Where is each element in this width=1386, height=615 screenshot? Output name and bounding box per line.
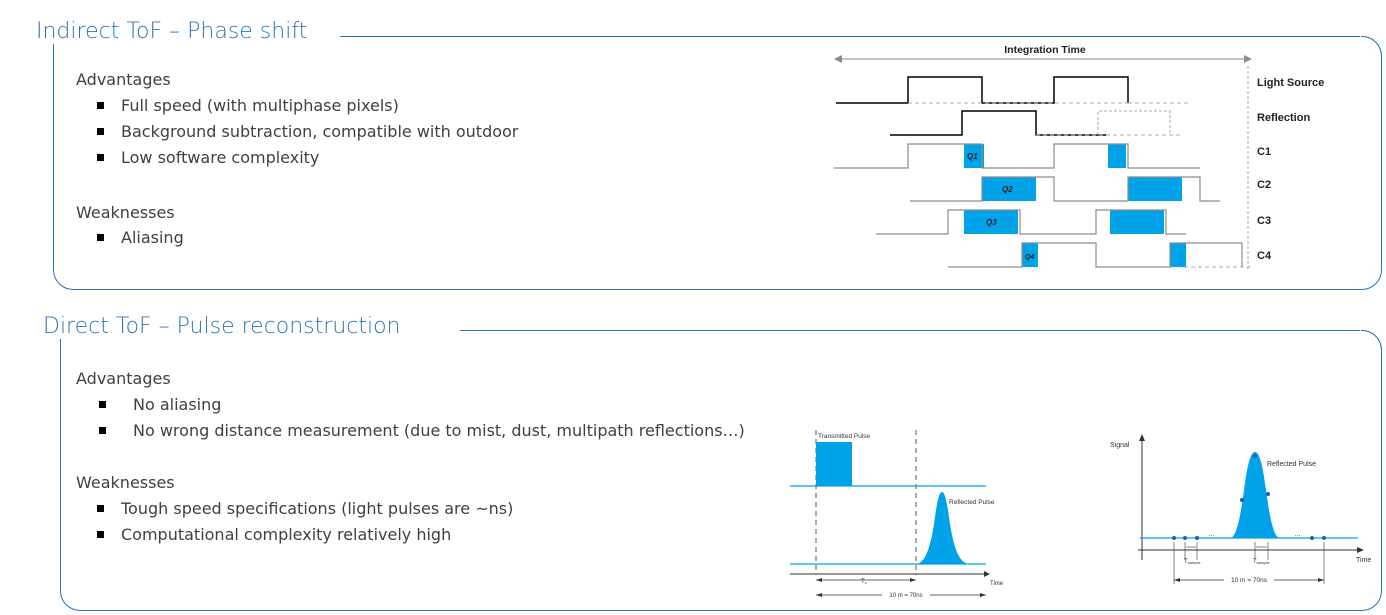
indirect-advantages-label: Advantages <box>76 70 171 89</box>
q2-label: Q2 <box>1002 185 1013 194</box>
indirect-advantages-list: Full speed (with multiphase pixels) Back… <box>97 93 518 171</box>
row-label-c4: C4 <box>1257 250 1272 262</box>
tx-label: T <box>861 579 865 585</box>
indirect-weaknesses-list: Aliasing <box>97 225 184 251</box>
tsample-label-1: T <box>1184 559 1188 565</box>
transmitted-pulse-label: Transmitted Pulse <box>818 433 871 440</box>
q4-label: Q4 <box>1025 254 1034 261</box>
direct-frame-corner <box>1361 330 1382 351</box>
indirect-weaknesses-label: Weaknesses <box>76 203 175 222</box>
row-label-c1: C1 <box>1257 146 1271 158</box>
sample-range-label: 10 m = 70ns <box>1231 577 1268 584</box>
indirect-section-title: Indirect ToF – Phase shift <box>36 19 316 44</box>
list-item: Background subtraction, compatible with … <box>97 119 518 145</box>
q1-label: Q1 <box>967 152 978 161</box>
row-label-c2: C2 <box>1257 179 1271 191</box>
pulse-diagram: Transmitted Pulse Reflected Pulse Time T… <box>790 430 1004 599</box>
gap-dots-2: … <box>1294 531 1301 538</box>
direct-weaknesses-label: Weaknesses <box>76 473 175 492</box>
integration-time-label: Integration Time <box>1004 44 1086 56</box>
direct-advantages-list: No aliasing No wrong distance measuremen… <box>97 392 745 444</box>
tsample-sub-1: sample <box>1188 560 1202 565</box>
q3-label: Q3 <box>986 218 997 227</box>
time-label: Time <box>990 581 1004 587</box>
svg-text:Tx: Tx <box>861 579 867 585</box>
range-label: 10 m = 70ns <box>889 593 922 599</box>
tsample-sub-2: sample <box>1257 560 1271 565</box>
list-item: No wrong distance measurement (due to mi… <box>97 418 745 444</box>
phase-timing-diagram: Integration Time Q1 Q2 Q3 Q4 Light Sourc… <box>834 44 1324 270</box>
signal-label: Signal <box>1110 442 1130 449</box>
list-item: Low software complexity <box>97 145 518 171</box>
direct-section-frame <box>60 330 1382 611</box>
direct-title-rule <box>460 330 1360 331</box>
row-label-light-source: Light Source <box>1257 77 1324 89</box>
gap-dots-1: … <box>1208 531 1215 538</box>
sampled-pulse-diagram: Signal Time Reflected Pulse … … Tsample … <box>1110 434 1371 584</box>
tx-subscript: x <box>865 580 867 585</box>
tsample-label-2: T <box>1253 559 1257 565</box>
sample-time-label: Time <box>1356 557 1371 564</box>
svg-text:Tsample: Tsample <box>1253 559 1270 565</box>
list-item: Computational complexity relatively high <box>97 522 513 548</box>
list-item: Tough speed specifications (light pulses… <box>97 496 513 522</box>
row-label-reflection: Reflection <box>1257 112 1310 124</box>
svg-text:Tsample: Tsample <box>1184 559 1201 565</box>
indirect-section-frame <box>53 36 1382 290</box>
reflected-pulse-label: Reflected Pulse <box>949 499 995 506</box>
sample-reflected-label: Reflected Pulse <box>1267 461 1316 468</box>
list-item: No aliasing <box>97 392 745 418</box>
direct-advantages-label: Advantages <box>76 369 171 388</box>
row-label-c3: C3 <box>1257 215 1271 227</box>
direct-section-title: Direct ToF – Pulse reconstruction <box>43 314 409 339</box>
indirect-title-rule <box>340 36 1360 37</box>
list-item: Full speed (with multiphase pixels) <box>97 93 518 119</box>
direct-weaknesses-list: Tough speed specifications (light pulses… <box>97 496 513 548</box>
list-item: Aliasing <box>97 225 184 251</box>
